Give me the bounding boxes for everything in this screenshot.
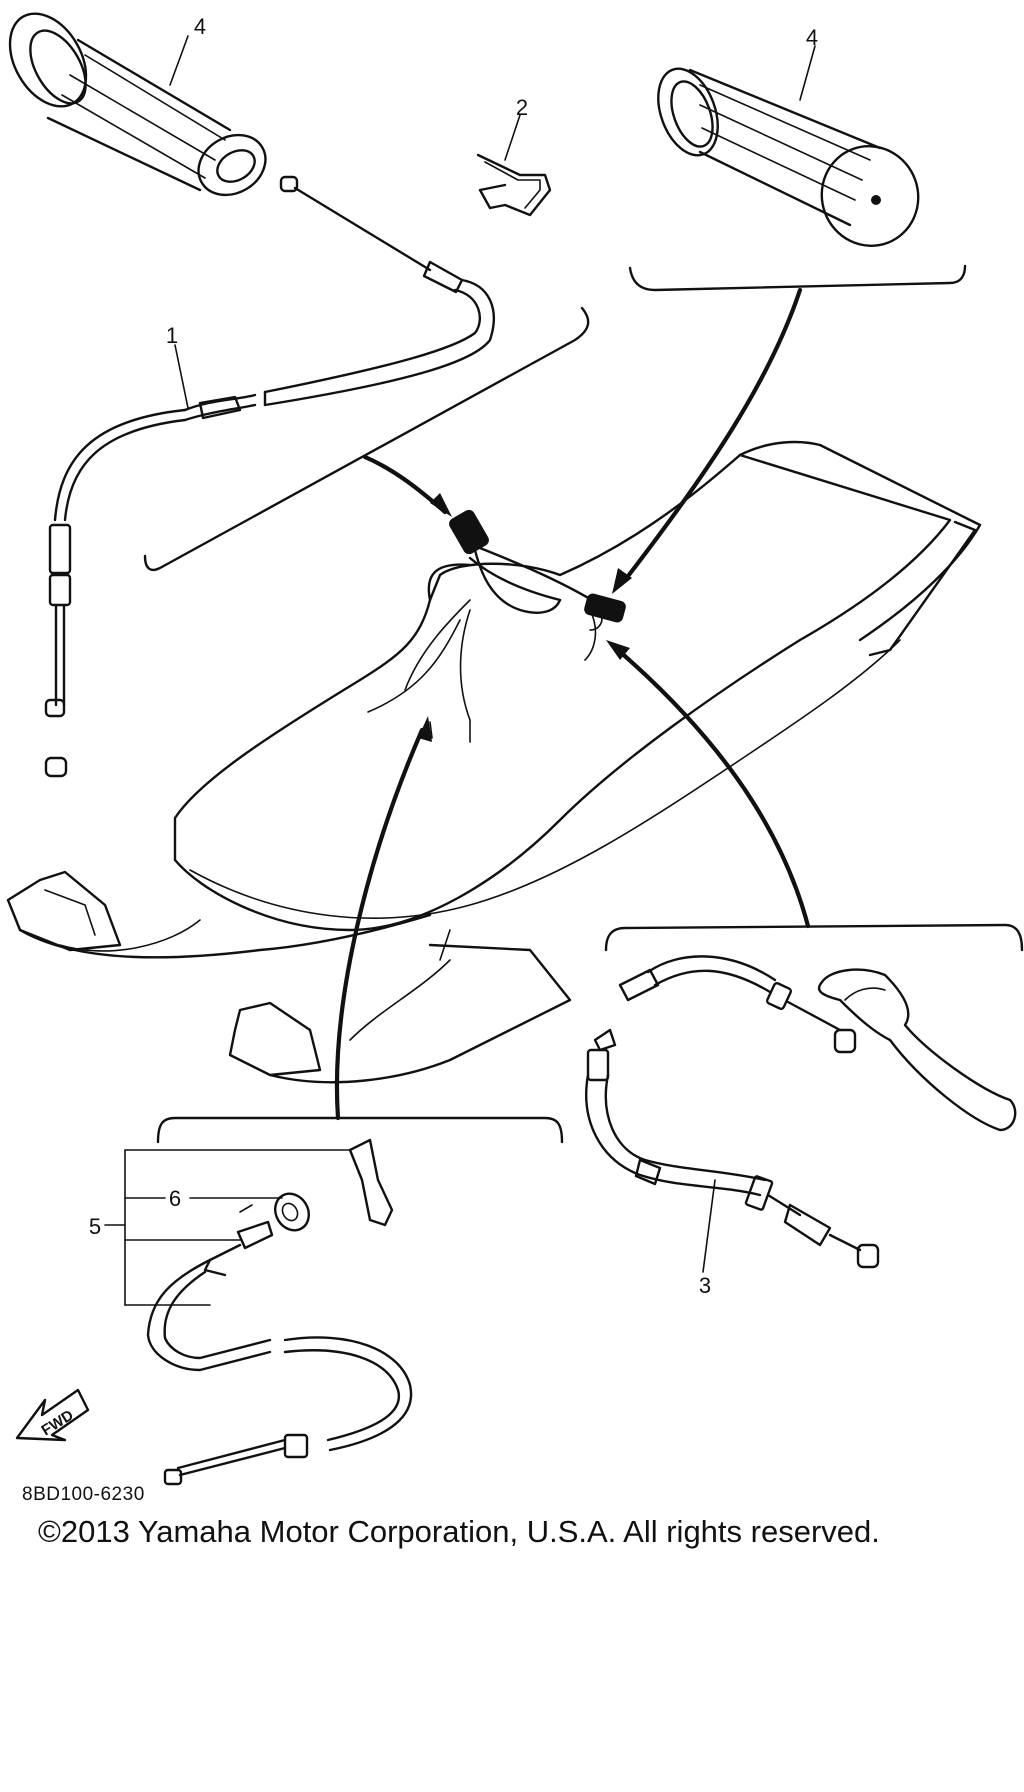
copyright-notice: ©2013 Yamaha Motor Corporation, U.S.A. A… — [38, 1514, 880, 1549]
callout-label-grip-right: 4 — [806, 25, 818, 50]
handlebar-grip-left — [8, 12, 267, 197]
callout-leader-clip — [504, 114, 521, 161]
brake-assembly-bracket — [604, 640, 1024, 952]
callout-leader-throttle-cable — [174, 344, 189, 409]
snowmobile-body — [6, 440, 982, 1084]
brake-lever — [817, 968, 1017, 1132]
handlebar-grip-right — [657, 67, 920, 247]
choke-assembly — [146, 1138, 413, 1486]
callout-leader-grip-right — [799, 45, 816, 101]
callout-leader-grip-left — [169, 35, 189, 86]
callout-label-grip-left: 4 — [194, 14, 206, 39]
choke-callout-bracket — [104, 1149, 351, 1306]
handlebar-cluster — [367, 509, 626, 743]
callout-label-choke-assy: 5 — [89, 1214, 101, 1239]
brake-cable — [585, 955, 880, 1269]
choke-assembly-bracket — [156, 716, 564, 1144]
forward-direction-marker: FWD — [15, 1388, 90, 1442]
callout-label-brake-cable: 3 — [699, 1273, 711, 1298]
throttle-cable — [44, 175, 495, 778]
callout-leader-brake-cable — [702, 1179, 716, 1273]
callout-label-clip: 2 — [516, 95, 528, 120]
right-assembly-bracket — [612, 264, 967, 594]
left-assembly-bracket — [143, 306, 590, 572]
forward-direction-label: FWD — [39, 1407, 77, 1440]
callout-label-choke-part: 6 — [169, 1186, 181, 1211]
clip-part — [476, 153, 552, 217]
drawing-code: 8BD100-6230 — [22, 1484, 145, 1505]
callout-label-throttle-cable: 1 — [166, 323, 178, 348]
